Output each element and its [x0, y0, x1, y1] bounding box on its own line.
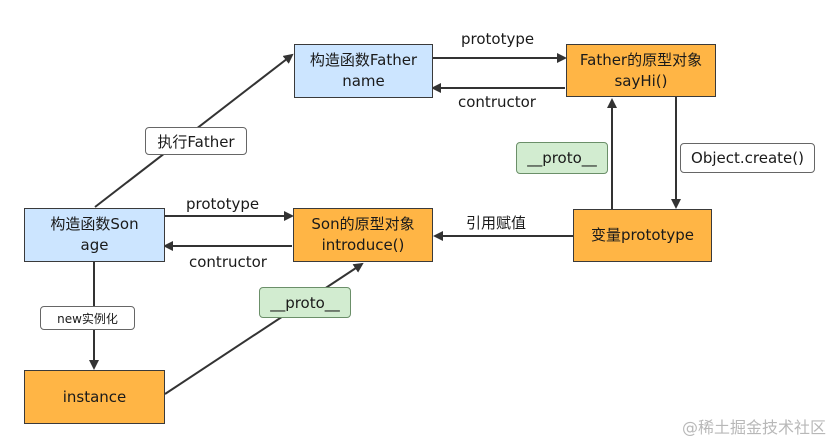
father-constructor-node: 构造函数Father name: [294, 44, 433, 98]
instance-title: instance: [62, 387, 127, 406]
tag-exec-father: 执行Father: [145, 127, 247, 155]
father-prototype-title: Father的原型对象: [579, 50, 703, 69]
edge-instance-proto: [164, 262, 364, 395]
label-ref-assign: 引用赋值: [466, 214, 527, 232]
son-constructor-node: 构造函数Son age: [24, 208, 165, 262]
label-son-prototype: prototype: [186, 195, 260, 213]
label-son-contructor: contructor: [189, 253, 267, 271]
father-prototype-method: sayHi(): [614, 71, 668, 90]
label-father-contructor: contructor: [458, 93, 536, 111]
son-constructor-prop: age: [80, 236, 109, 254]
tag-proto-right: __proto__: [516, 142, 608, 174]
tag-object-create: Object.create(): [680, 143, 815, 173]
father-prototype-node: Father的原型对象 sayHi(): [566, 44, 716, 97]
father-constructor-prop: name: [342, 72, 385, 90]
son-prototype-method: introduce(): [321, 236, 405, 254]
var-prototype-title: 变量prototype: [590, 226, 695, 244]
instance-node: instance: [24, 370, 165, 424]
son-constructor-title: 构造函数Son: [50, 215, 139, 233]
father-constructor-title: 构造函数Father: [309, 51, 418, 69]
var-prototype-node: 变量prototype: [573, 209, 712, 262]
son-prototype-node: Son的原型对象 introduce(): [293, 208, 433, 262]
son-prototype-title: Son的原型对象: [311, 215, 415, 233]
label-father-prototype: prototype: [461, 30, 535, 48]
watermark: @稀土掘金技术社区: [681, 418, 826, 437]
tag-proto-bottom: __proto__: [259, 287, 351, 318]
tag-new-instance: new实例化: [40, 306, 135, 330]
